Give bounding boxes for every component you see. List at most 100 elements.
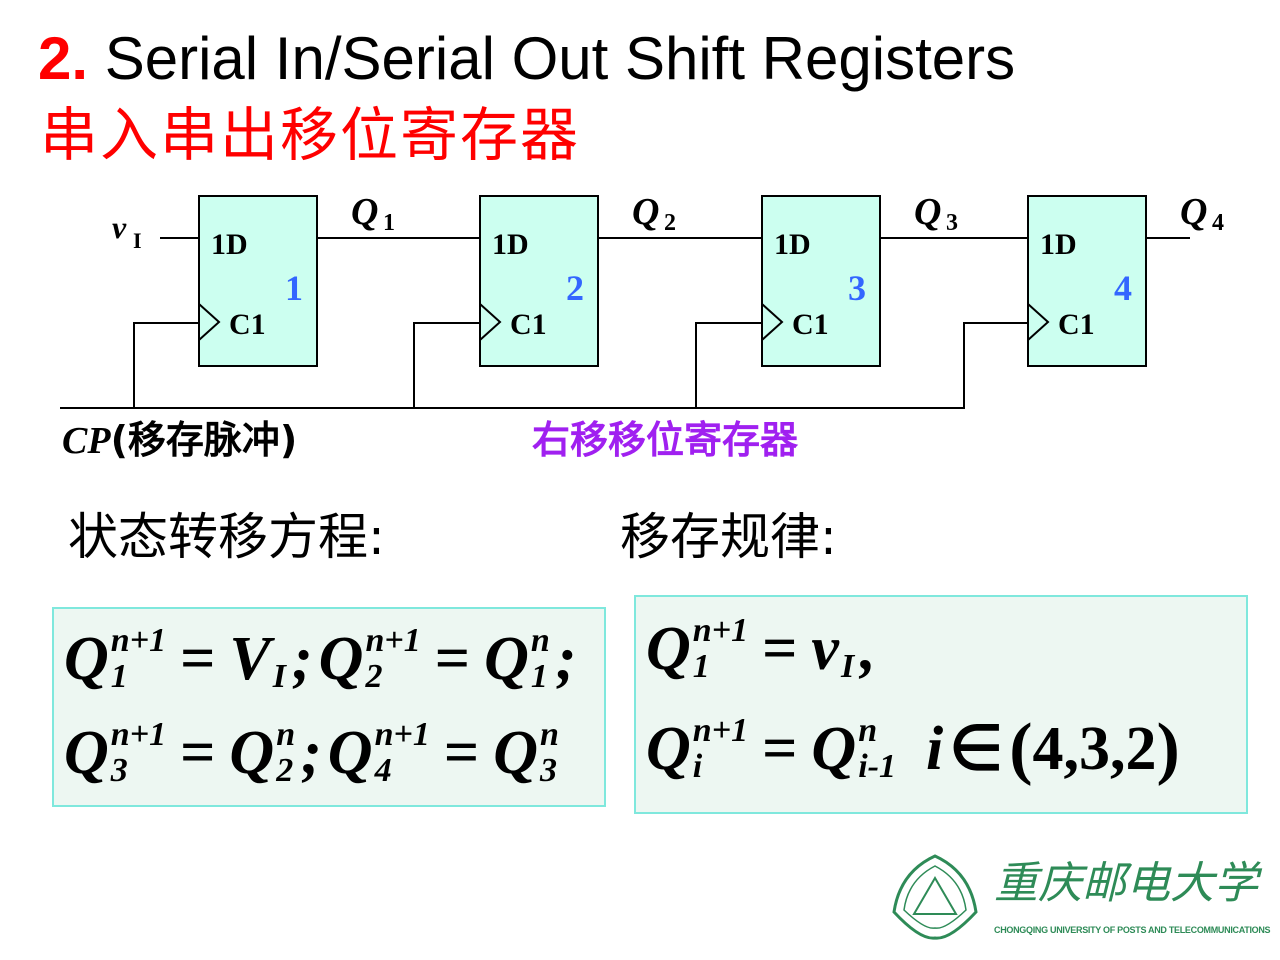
flip-flop-index: 1 [285,268,303,308]
clock-input-label: C1 [510,308,547,341]
sup: n [276,716,296,753]
q: Q [64,625,109,693]
output-label: Q [632,191,659,233]
q: Q [327,719,373,787]
q: Q [229,719,275,787]
q: Q [646,615,691,683]
flip-flop-box [761,195,881,367]
d-input-label: 1D [1040,228,1077,261]
sub: i [692,748,703,785]
sup: n+1 [365,622,421,659]
output-sub: 4 [1212,210,1224,236]
title-text: Serial In/Serial Out Shift Registers [88,25,1016,92]
slide-title: 2. Serial In/Serial Out Shift Registers [38,26,1015,92]
clock-label-cp: CP [62,420,111,462]
sub: 3 [539,752,557,789]
v: V [229,625,271,693]
sub: 1 [692,648,710,685]
clock-input-triangle-icon [761,303,784,341]
input-label: v [112,209,127,245]
clock-input-label: C1 [1058,308,1095,341]
wires [60,237,1190,409]
heading-state-equations: 状态转移方程: [68,508,385,566]
sub: 4 [374,752,392,789]
flip-flop-index: 4 [1114,268,1132,308]
sup: n+1 [374,716,430,753]
sub: 3 [110,752,128,789]
sub: i-1 [858,748,896,785]
slide-subtitle: 串入串出移位寄存器 [40,101,581,169]
register-type-label: 右移移位寄存器 [532,418,799,462]
clock-label: CP(移存脉冲) [62,418,298,463]
flip-flop-index: 2 [566,268,584,308]
clock-input-triangle-icon [1027,303,1050,341]
university-emblem-icon [892,854,978,940]
flip-flop-box [198,195,318,367]
university-name: 重庆邮电大学 [994,858,1258,909]
heading-shift-rule: 移存规律: [620,508,837,566]
sub: 2 [276,752,294,789]
output-sub: 2 [664,210,676,236]
sup: n+1 [110,716,167,753]
clock-input-label: C1 [229,308,266,341]
sup: n+1 [692,612,749,649]
clock-input-triangle-icon [479,303,502,341]
sup: n+1 [692,712,749,749]
q: Q [64,719,109,787]
q: Q [318,625,364,693]
sup: n [858,712,878,749]
sub: 2 [365,658,383,695]
q: Q [484,625,529,693]
index-set: 4,3,2 [1032,715,1157,783]
flip-flop-box [479,195,599,367]
sub: 1 [110,658,128,695]
d-input-label: 1D [774,228,811,261]
sup: n [530,622,550,659]
sub: I [840,648,855,685]
v: v [811,615,839,683]
output-label: Q [1180,191,1207,233]
flip-flop-index: 3 [848,268,866,308]
clock-input-triangle-icon [198,303,221,341]
output-sub: 1 [383,210,395,236]
q: Q [493,719,538,787]
input-sub: I [133,228,142,253]
q: Q [646,715,691,783]
output-label: Q [914,191,941,233]
output-label: Q [351,191,378,233]
index-i: i [925,715,944,783]
sub: 1 [530,658,548,695]
university-english-name: CHONGQING UNIVERSITY OF POSTS AND TELECO… [994,925,1271,935]
d-input-label: 1D [492,228,529,261]
clock-label-desc: (移存脉冲) [110,418,298,462]
title-number: 2. [38,25,89,92]
sup: n+1 [110,622,167,659]
flip-flop-box [1027,195,1147,367]
q: Q [811,715,857,783]
university-logo: 重庆邮电大学 CHONGQING UNIVERSITY OF POSTS AND… [890,852,1271,942]
d-input-label: 1D [211,228,248,261]
clock-input-label: C1 [792,308,829,341]
output-sub: 3 [946,210,958,236]
sub: I [272,658,287,695]
